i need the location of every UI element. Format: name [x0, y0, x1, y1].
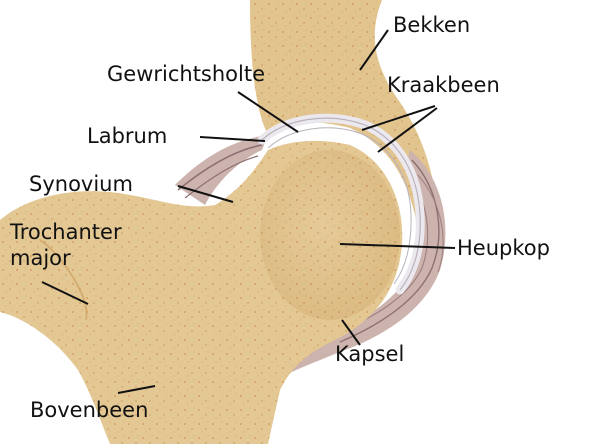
- label-labrum: Labrum: [87, 124, 167, 148]
- label-bovenbeen: Bovenbeen: [30, 398, 148, 422]
- label-bekken: Bekken: [393, 13, 470, 37]
- label-heupkop: Heupkop: [457, 236, 550, 260]
- label-trochanter-line2: major: [10, 246, 71, 270]
- label-trochanter-line1: Trochanter: [10, 220, 122, 244]
- label-kraakbeen: Kraakbeen: [387, 73, 500, 97]
- label-gewrichtsholte: Gewrichtsholte: [107, 62, 265, 86]
- label-synovium: Synovium: [29, 172, 133, 196]
- label-kapsel: Kapsel: [335, 342, 404, 366]
